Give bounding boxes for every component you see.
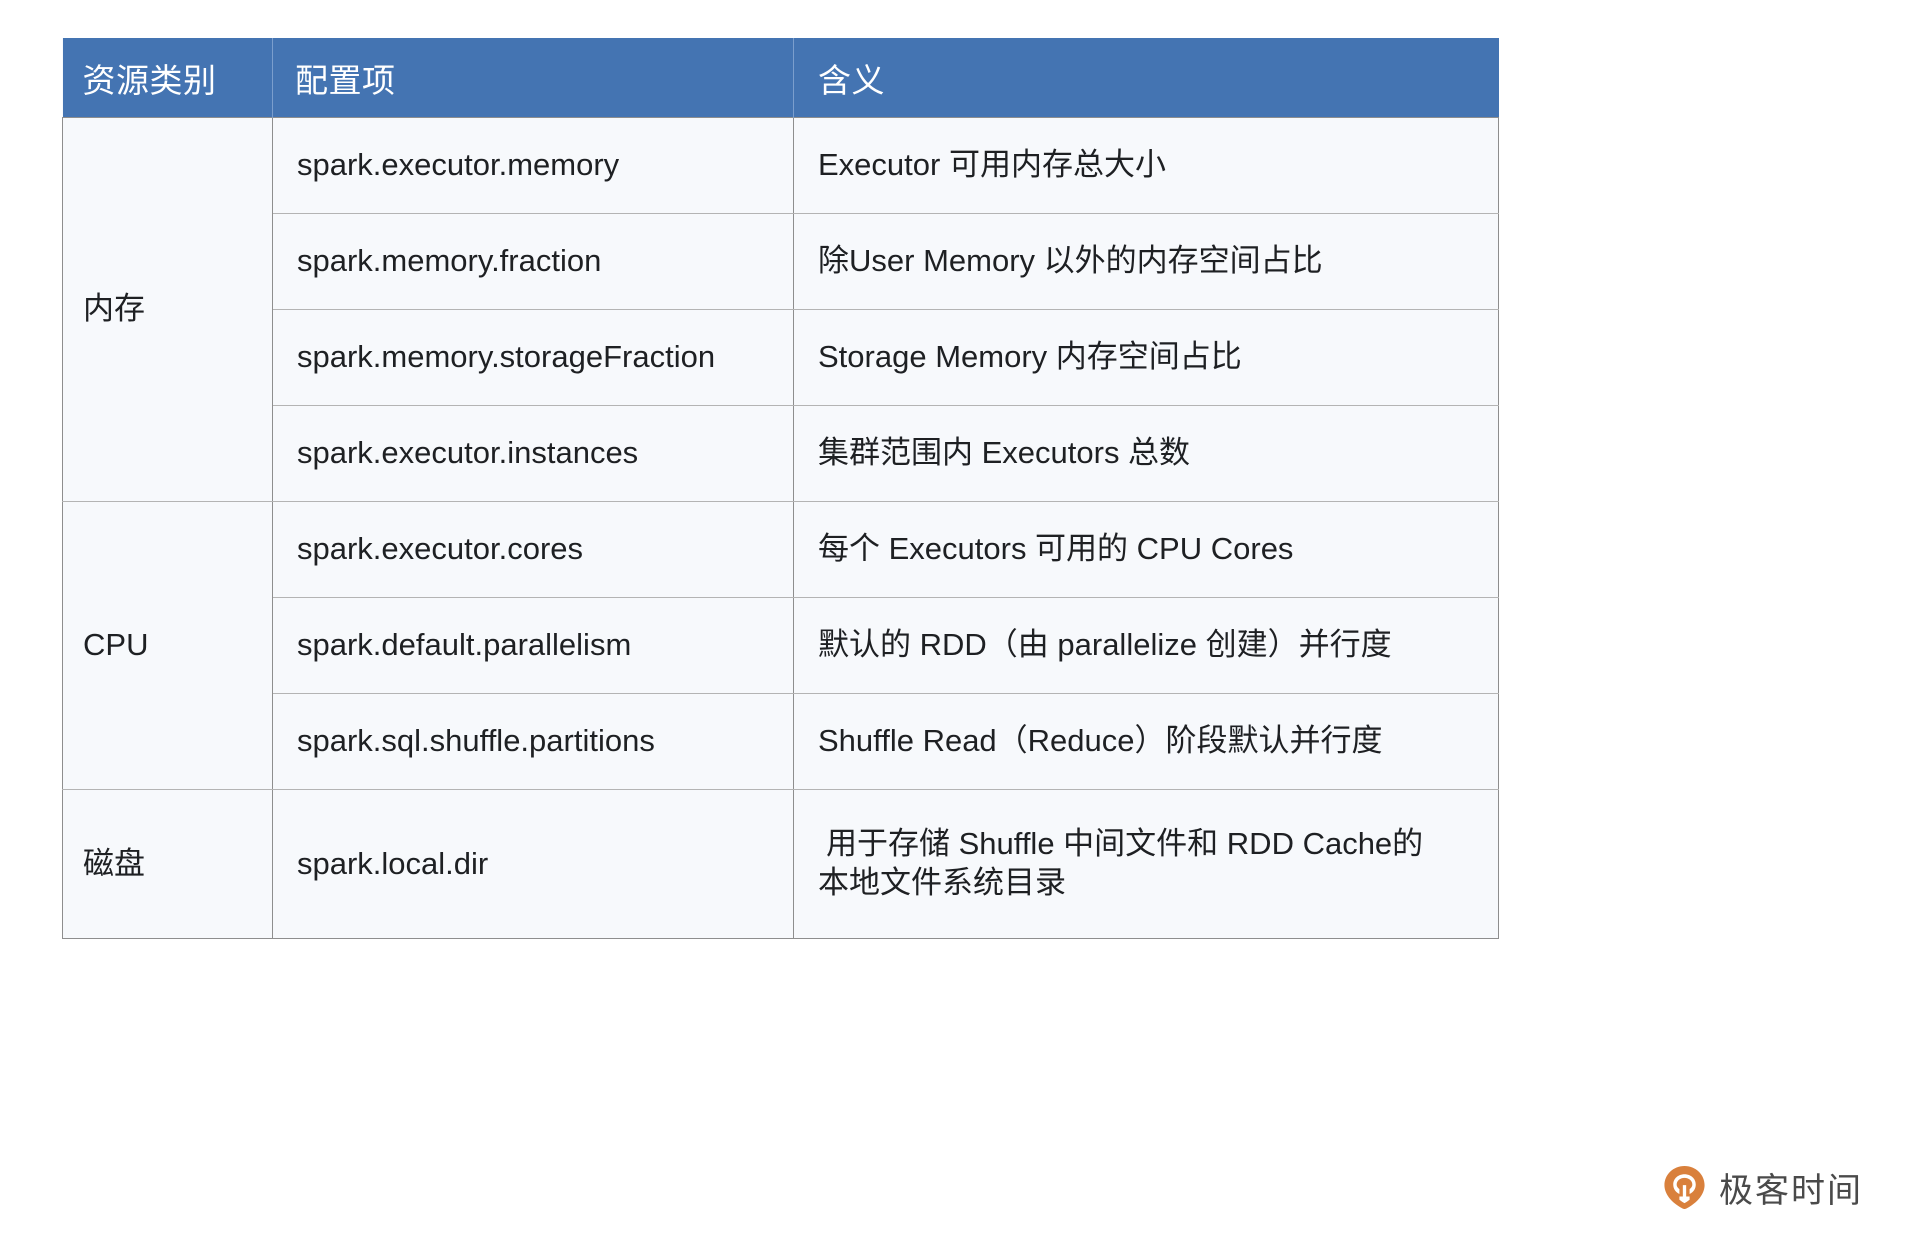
header-row: 资源类别 配置项 含义 xyxy=(62,38,1499,118)
meaning-cell: Executor 可用内存总大小 xyxy=(793,117,1499,214)
config-key-cell: spark.executor.cores xyxy=(272,501,794,598)
meaning-cell: 集群范围内 Executors 总数 xyxy=(793,405,1499,502)
table-header: 资源类别 配置项 含义 xyxy=(62,38,1499,118)
brand-watermark: 极客时间 xyxy=(1661,1163,1863,1212)
table-row: 内存 spark.executor.memory Executor 可用内存总大… xyxy=(62,117,1499,502)
config-key-cell: spark.executor.instances xyxy=(272,405,794,502)
column-header-category: 资源类别 xyxy=(62,38,273,118)
table-body: 内存 spark.executor.memory Executor 可用内存总大… xyxy=(62,117,1499,939)
config-key-cell: spark.executor.memory xyxy=(272,117,794,214)
meaning-cell: 每个 Executors 可用的 CPU Cores xyxy=(793,501,1499,598)
config-key-cell: spark.sql.shuffle.partitions xyxy=(272,693,794,790)
table-row: spark.executor.instances 集群范围内 Executors… xyxy=(63,405,1499,502)
meaning-line-1: 用于存储 Shuffle 中间文件和 RDD Cache的 xyxy=(826,826,1424,862)
config-key-cell: spark.memory.fraction xyxy=(272,213,794,310)
config-table-container: 资源类别 配置项 含义 内存 spark.executor.memory Exe… xyxy=(62,38,1499,939)
table-row: spark.sql.shuffle.partitions Shuffle Rea… xyxy=(63,693,1499,790)
category-cell-memory: 内存 xyxy=(62,117,273,502)
table-row: 磁盘 spark.local.dir 用于存储 Shuffle 中间文件和 RD… xyxy=(62,789,1499,939)
geektime-pin-icon xyxy=(1661,1164,1708,1211)
table-row: spark.memory.fraction 除User Memory 以外的内存… xyxy=(63,213,1499,310)
brand-name: 极客时间 xyxy=(1719,1171,1863,1211)
config-key-cell: spark.memory.storageFraction xyxy=(272,309,794,406)
meaning-cell: Shuffle Read（Reduce）阶段默认并行度 xyxy=(793,693,1499,790)
table-row: spark.default.parallelism 默认的 RDD（由 para… xyxy=(63,597,1499,694)
config-key-cell: spark.local.dir xyxy=(272,789,794,939)
category-cell-disk: 磁盘 xyxy=(62,789,273,939)
table-row: CPU spark.executor.cores 每个 Executors 可用… xyxy=(62,501,1499,790)
meaning-cell: 默认的 RDD（由 parallelize 创建）并行度 xyxy=(793,597,1499,694)
table-row: spark.memory.storageFraction Storage Mem… xyxy=(63,309,1499,406)
meaning-line-2: 本地文件系统目录 xyxy=(818,865,1066,900)
column-header-meaning: 含义 xyxy=(793,38,1499,118)
column-header-config-key: 配置项 xyxy=(272,38,794,118)
meaning-cell: 用于存储 Shuffle 中间文件和 RDD Cache的 本地文件系统目录 xyxy=(793,789,1499,939)
spark-resource-config-table: 资源类别 配置项 含义 内存 spark.executor.memory Exe… xyxy=(62,38,1499,939)
config-key-cell: spark.default.parallelism xyxy=(272,597,794,694)
category-cell-cpu: CPU xyxy=(62,501,273,790)
meaning-cell: Storage Memory 内存空间占比 xyxy=(793,309,1499,406)
meaning-cell: 除User Memory 以外的内存空间占比 xyxy=(793,213,1499,310)
